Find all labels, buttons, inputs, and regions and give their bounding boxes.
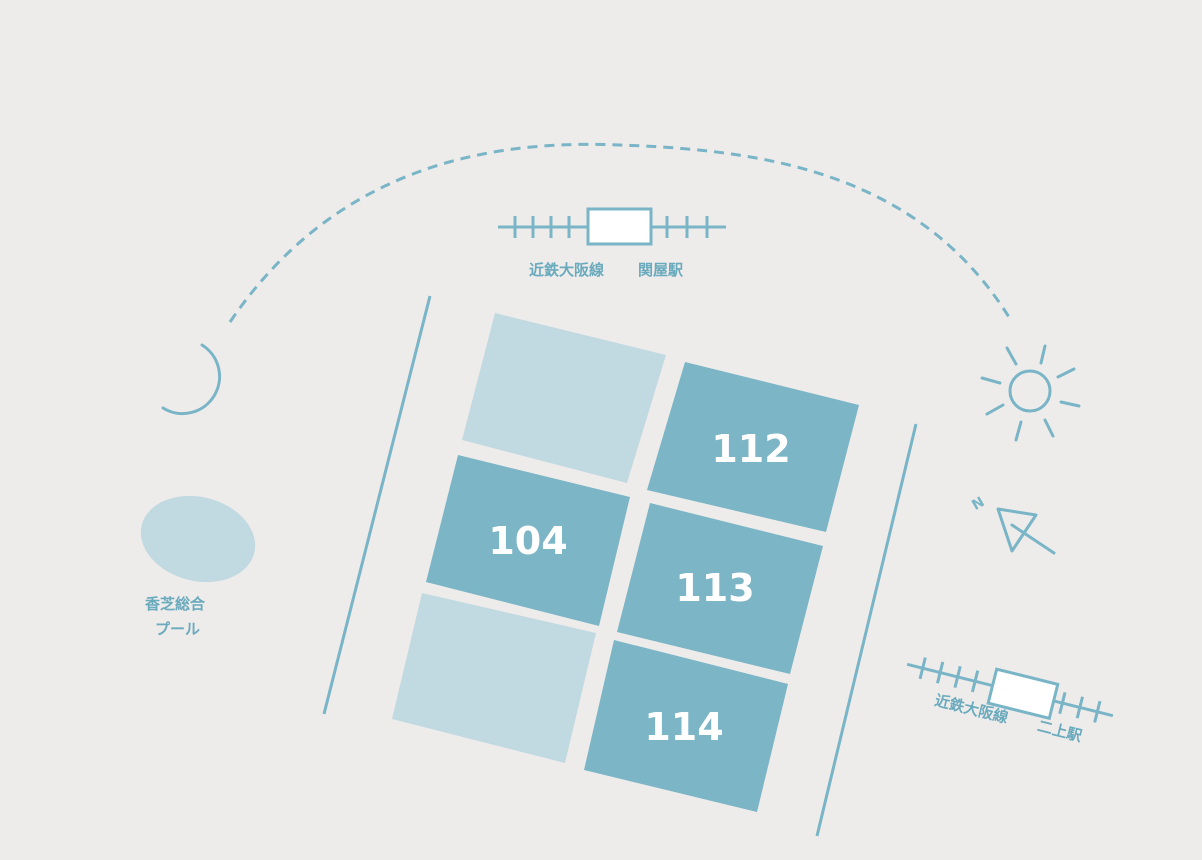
north-label: N <box>969 494 987 514</box>
lot-112[interactable] <box>647 362 859 532</box>
pool-label-line2: プール <box>155 620 200 638</box>
lot-number-114: 114 <box>644 705 723 749</box>
lot-number-104: 104 <box>488 519 567 563</box>
pool-label-line1: 香芝総合 <box>145 595 206 613</box>
sun-path-arc <box>228 142 1014 323</box>
train-icon-bottom <box>906 657 1114 723</box>
lot-blank-bottom[interactable] <box>392 593 596 763</box>
top-station-line: 近鉄大阪線 <box>529 261 604 279</box>
top-station-name: 関屋駅 <box>638 261 684 279</box>
lot-number-112: 112 <box>711 427 790 471</box>
lot-113[interactable] <box>617 503 823 674</box>
sun-icon <box>980 344 1081 442</box>
train-icon-top <box>498 207 726 246</box>
lot-number-113: 113 <box>675 566 754 610</box>
pool-shape <box>140 495 256 583</box>
lot-blank-top[interactable] <box>462 313 666 483</box>
lot-104[interactable] <box>426 455 630 626</box>
road-right <box>815 423 918 837</box>
road-left <box>322 295 432 715</box>
moon-icon <box>161 343 221 416</box>
bottom-station-name: 二上駅 <box>1036 717 1085 746</box>
north-arrow-icon <box>996 507 1056 555</box>
lot-114[interactable] <box>584 640 788 812</box>
